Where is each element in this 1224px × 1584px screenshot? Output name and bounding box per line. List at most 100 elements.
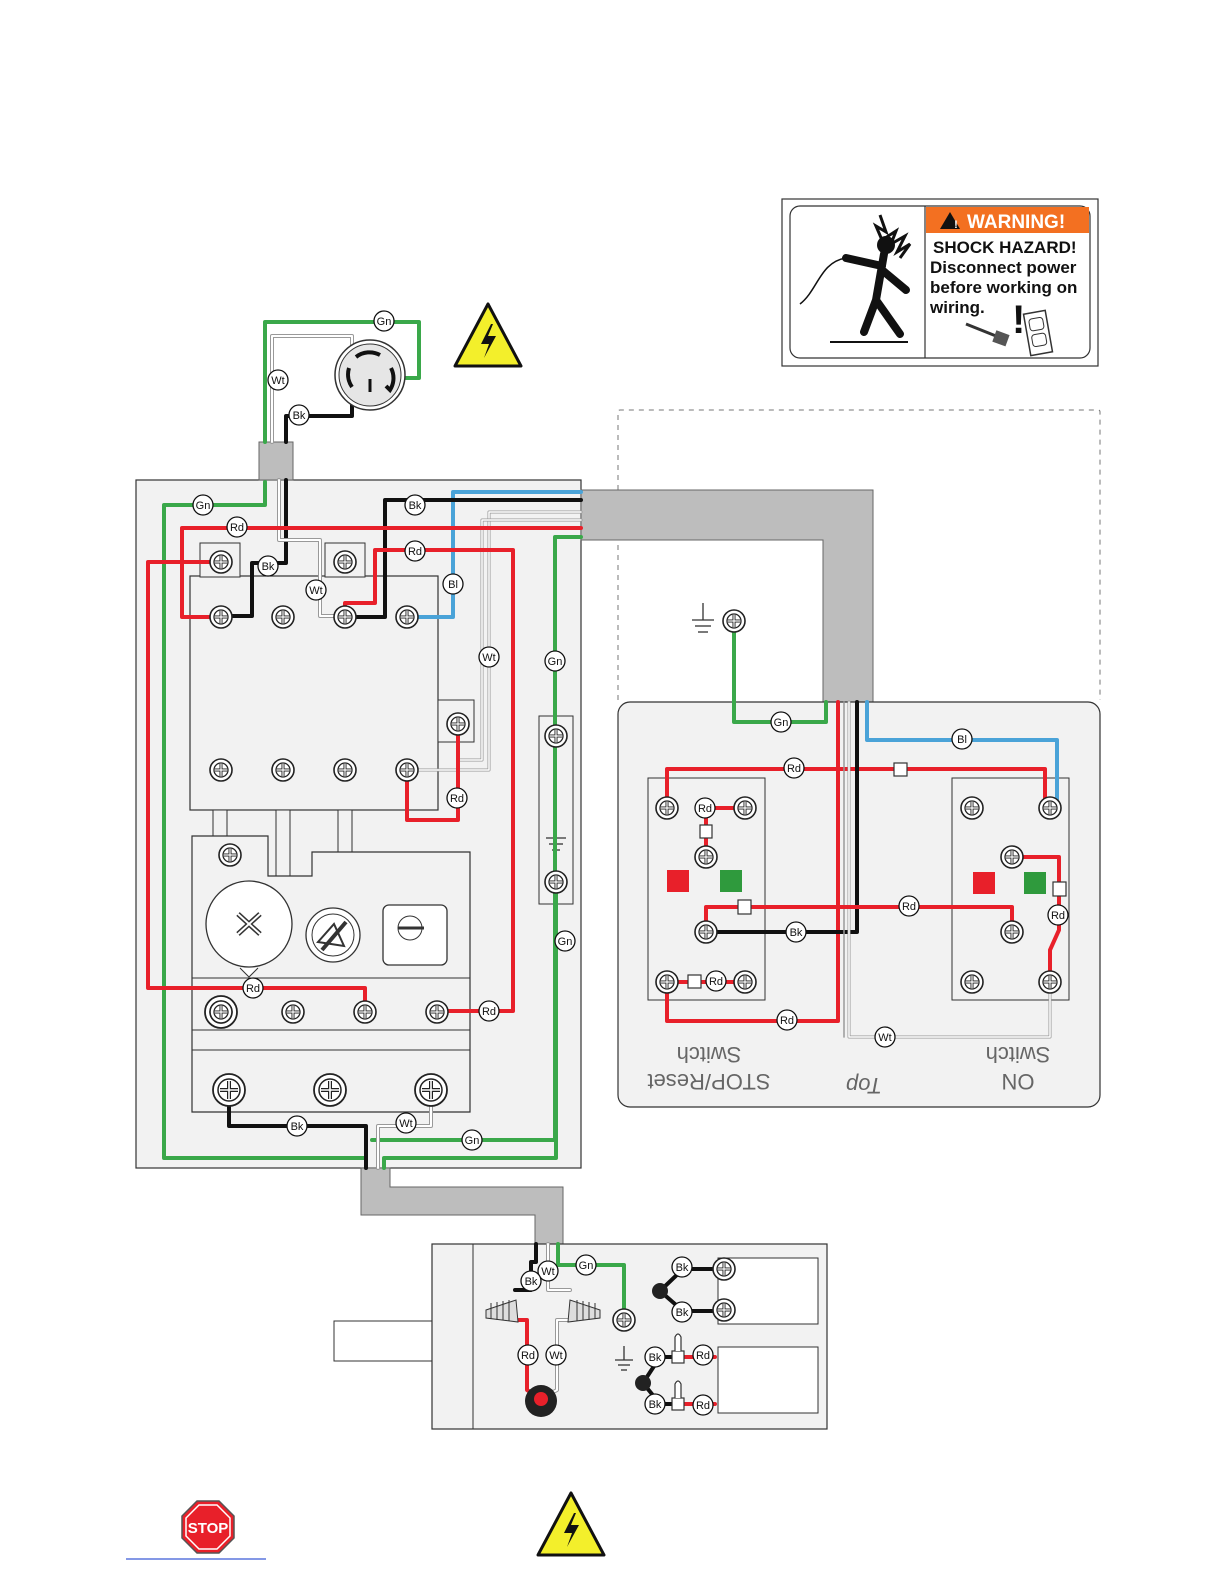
svg-text:Bk: Bk: [409, 500, 422, 512]
svg-text:Bk: Bk: [790, 927, 803, 939]
svg-text:Bl: Bl: [448, 579, 458, 591]
svg-text:Rd: Rd: [787, 763, 801, 775]
svg-text:Bk: Bk: [525, 1276, 538, 1288]
wire-tag: Rd: [447, 788, 467, 808]
motor-conduit: [361, 1168, 563, 1244]
wire-tag: Wt: [306, 580, 326, 600]
wire-tag: Rd: [227, 517, 247, 537]
wire-tag: Rd: [899, 896, 919, 916]
svg-text:Gn: Gn: [196, 500, 211, 512]
svg-text:Rd: Rd: [902, 901, 916, 913]
stop-switch-label-line1: STOP/Reset: [647, 1069, 770, 1094]
wire-tag: Gn: [193, 495, 213, 515]
svg-text:!: !: [954, 219, 958, 231]
motor-junction-node: [635, 1375, 651, 1391]
wire-tag: Rd: [479, 1001, 499, 1021]
svg-text:Bk: Bk: [649, 1399, 662, 1411]
svg-text:Gn: Gn: [579, 1260, 594, 1272]
svg-text:Bk: Bk: [291, 1121, 304, 1133]
svg-text:Rd: Rd: [408, 546, 422, 558]
motor-shaft: [334, 1321, 433, 1361]
svg-text:Rd: Rd: [780, 1015, 794, 1027]
top-label: Top: [846, 1073, 882, 1098]
overload-relay: [192, 836, 470, 1112]
wire-tag: Gn: [462, 1130, 482, 1150]
svg-text:Wt: Wt: [399, 1118, 412, 1130]
svg-text:Gn: Gn: [558, 936, 573, 948]
svg-text:Wt: Wt: [541, 1266, 554, 1278]
stop-sign-text: STOP: [188, 1520, 229, 1537]
motor-junction-node: [652, 1283, 668, 1299]
wire-tag: Wt: [479, 647, 499, 667]
wire-tag: Rd: [784, 758, 804, 778]
wire-tag: Rd: [1048, 905, 1068, 925]
wire-tag: Bk: [289, 405, 309, 425]
warning-line-3: before working on: [930, 278, 1077, 297]
stop-indicator-red: [667, 870, 689, 892]
svg-text:Gn: Gn: [548, 656, 563, 668]
wire-tag: Bk: [672, 1302, 692, 1322]
wire-tag: Gn: [771, 712, 791, 732]
wire-tag: Wt: [546, 1345, 566, 1365]
stop-sign-icon: STOP: [182, 1501, 234, 1553]
svg-text:Bk: Bk: [293, 410, 306, 422]
svg-text:Bk: Bk: [262, 561, 275, 573]
wire-tag: Wt: [875, 1027, 895, 1047]
wire-tag: Bk: [786, 922, 806, 942]
on-switch-label-line1: ON: [1002, 1069, 1035, 1094]
wire-tag: Bk: [645, 1347, 665, 1367]
svg-text:!: !: [1012, 298, 1025, 342]
wire-tag: Bk: [672, 1257, 692, 1277]
svg-text:Rd: Rd: [1051, 910, 1065, 922]
svg-text:Wt: Wt: [878, 1032, 891, 1044]
twist-lock-receptacle-icon: [335, 340, 405, 410]
wire-tag: Rd: [518, 1345, 538, 1365]
motor-terminal-block-2: [718, 1347, 818, 1413]
warning-line-2: Disconnect power: [930, 258, 1077, 277]
wire-tag: Gn: [545, 651, 565, 671]
svg-text:Gn: Gn: [465, 1135, 480, 1147]
svg-text:Rd: Rd: [696, 1350, 710, 1362]
svg-text:Rd: Rd: [230, 522, 244, 534]
svg-text:Rd: Rd: [521, 1350, 535, 1362]
warning-header: WARNING!: [967, 212, 1065, 233]
wire-tag: Bk: [258, 556, 278, 576]
svg-text:Wt: Wt: [309, 585, 322, 597]
svg-text:Bl: Bl: [957, 734, 967, 746]
warning-line-4: wiring.: [929, 298, 985, 317]
svg-text:Rd: Rd: [698, 803, 712, 815]
svg-text:Gn: Gn: [377, 316, 392, 328]
wire-tag: Gn: [555, 931, 575, 951]
svg-text:Bk: Bk: [649, 1352, 662, 1364]
svg-text:Rd: Rd: [696, 1400, 710, 1412]
wire-tag: Rd: [693, 1345, 713, 1365]
ground-symbol-icon: [692, 603, 714, 632]
wire-tag: Wt: [396, 1113, 416, 1133]
on-switch-label-line2: Switch: [986, 1042, 1051, 1067]
wire-tag: Bk: [521, 1271, 541, 1291]
warning-label: ! WARNING! SHOCK HAZARD! Disconnect powe…: [782, 199, 1098, 366]
shock-hazard-icon: [455, 304, 521, 366]
warning-line-1: SHOCK HAZARD!: [933, 238, 1077, 257]
wire-tag: Rd: [693, 1395, 713, 1415]
wire-tag: Rd: [695, 798, 715, 818]
wire-tag: Bl: [952, 729, 972, 749]
cord-grommet: [259, 442, 293, 480]
svg-text:Gn: Gn: [774, 717, 789, 729]
svg-text:Wt: Wt: [549, 1350, 562, 1362]
svg-text:Rd: Rd: [246, 983, 260, 995]
stop-switch-label-line2: Switch: [677, 1042, 742, 1067]
svg-text:Rd: Rd: [450, 793, 464, 805]
svg-text:Wt: Wt: [482, 652, 495, 664]
switch-conduit: [581, 490, 873, 702]
wire-tag: Bl: [443, 574, 463, 594]
svg-text:Bk: Bk: [676, 1307, 689, 1319]
wire-tag: Bk: [405, 495, 425, 515]
on-indicator-red: [973, 872, 995, 894]
svg-text:Rd: Rd: [482, 1006, 496, 1018]
wire-tag: Bk: [287, 1116, 307, 1136]
wire-tag: Rd: [777, 1010, 797, 1030]
wire-tag: Gn: [374, 311, 394, 331]
svg-text:Wt: Wt: [271, 375, 284, 387]
